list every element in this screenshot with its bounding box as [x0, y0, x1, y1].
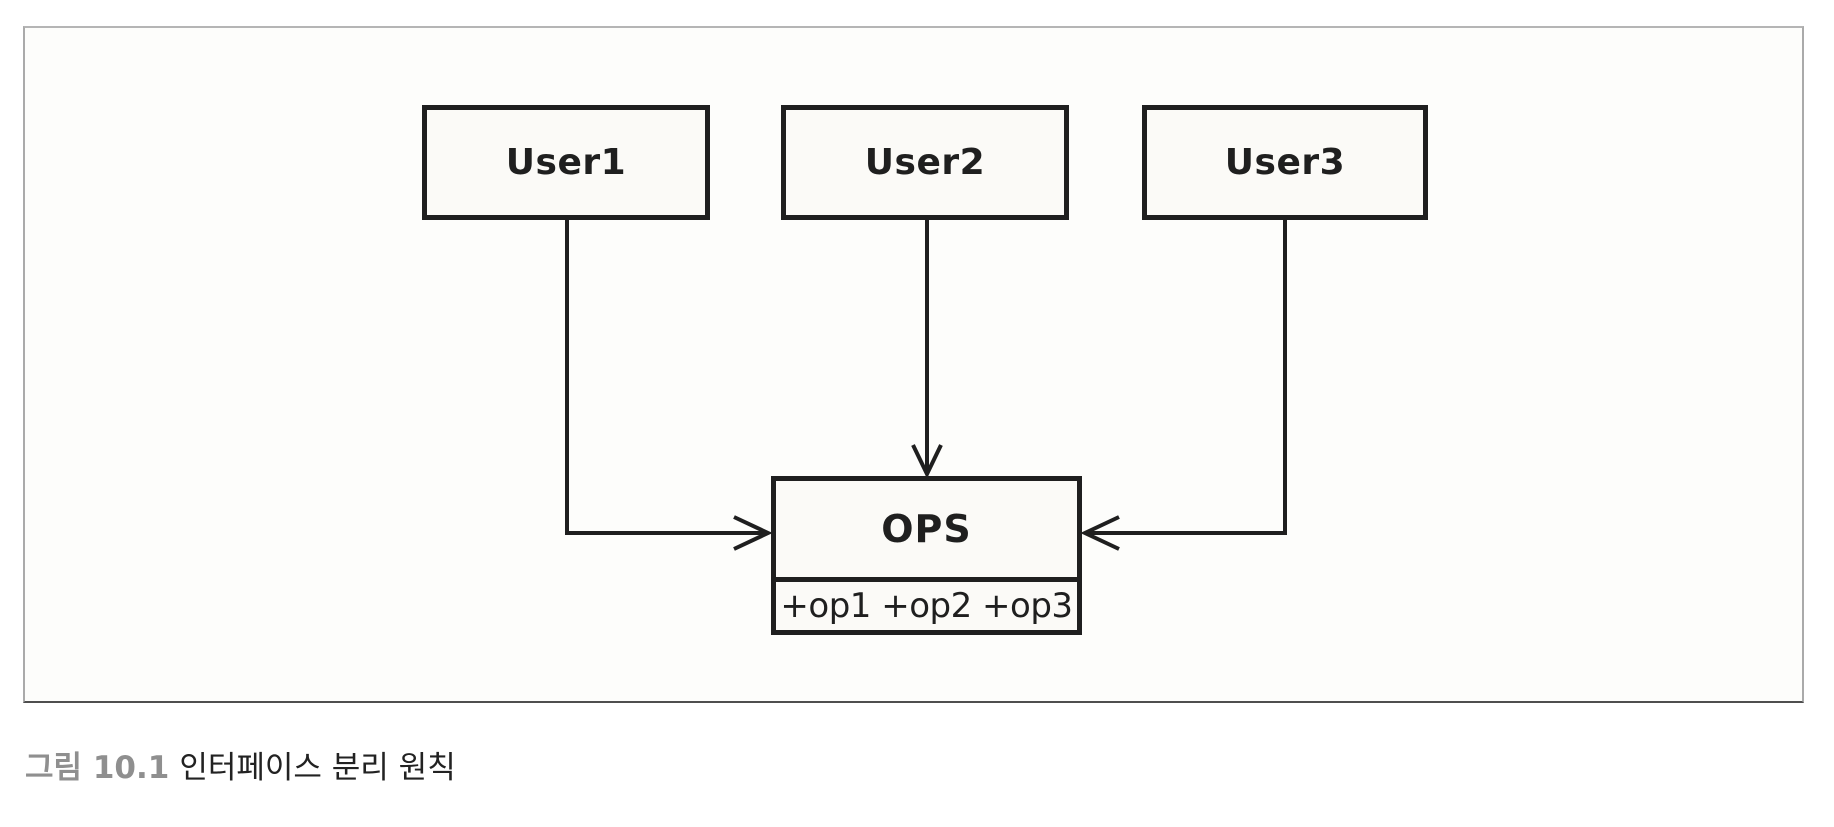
node-ops-title: OPS: [776, 481, 1077, 582]
figure-caption-number: 그림 10.1: [25, 750, 170, 786]
arrowhead-down-icon: [911, 444, 943, 479]
connector-user1-ops: [565, 218, 768, 535]
node-ops: OPS +op1 +op2 +op3: [771, 476, 1082, 635]
node-ops-operations: +op1 +op2 +op3: [780, 586, 1073, 626]
node-user1: User1: [422, 105, 710, 220]
node-user3: User3: [1142, 105, 1428, 220]
node-user2-label: User2: [864, 142, 986, 183]
connector-user3-ops: [1085, 218, 1287, 535]
node-user2: User2: [781, 105, 1069, 220]
node-user1-label: User1: [505, 142, 627, 183]
arrowhead-right-icon: [733, 515, 773, 551]
figure-panel: User1 User2 User3 OPS +op1 +op2 +op3: [23, 26, 1804, 703]
figure-caption-text: 인터페이스 분리 원칙: [179, 750, 456, 786]
node-user3-label: User3: [1224, 142, 1346, 183]
arrowhead-left-icon: [1080, 515, 1120, 551]
